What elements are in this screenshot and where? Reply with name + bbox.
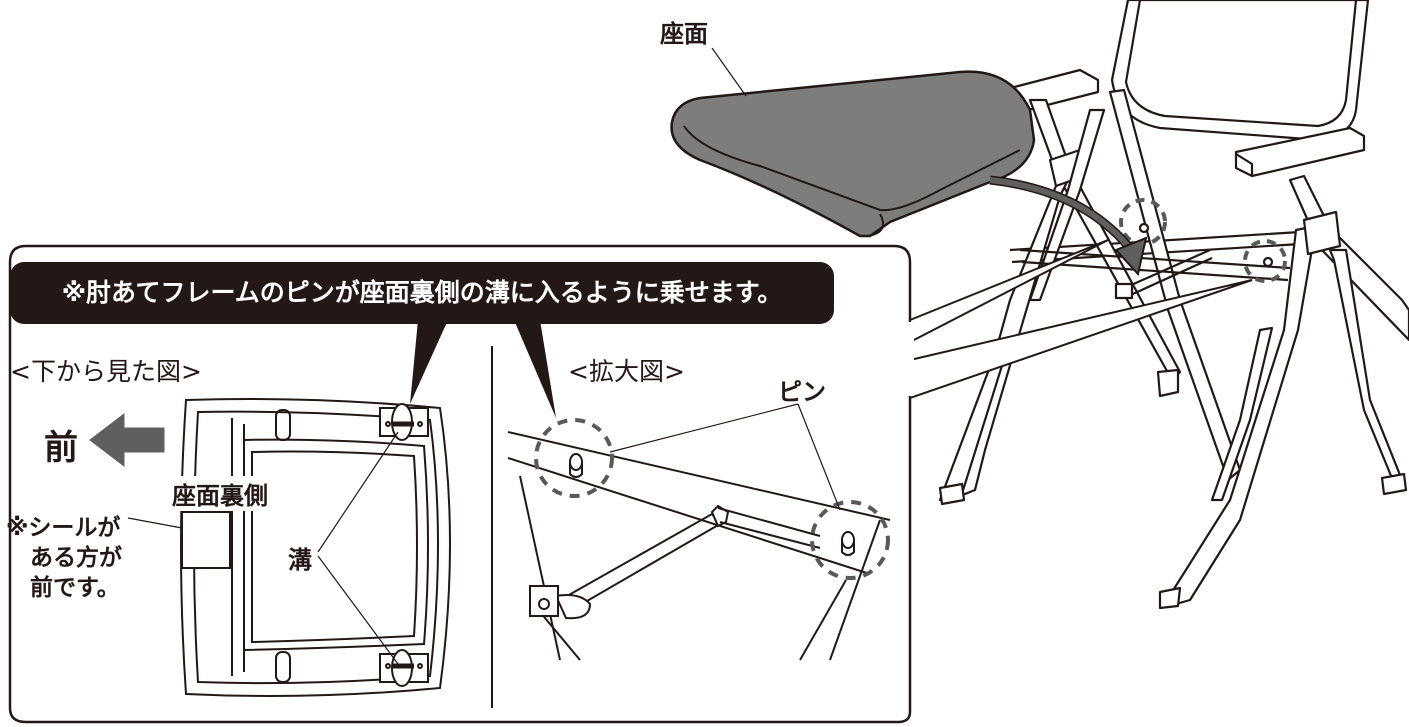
groove-label: 溝 (288, 546, 312, 574)
instruction-banner: ※肘あてフレームのピンが座面裏側の溝に入るように乗せます。 (10, 262, 834, 324)
seat-back-side-label: 座面裏側 (170, 476, 270, 511)
callout-panel (8, 244, 912, 724)
enlarged-view-title: <拡大図> (568, 357, 685, 386)
bottom-view-title: <下から見た図> (10, 357, 202, 386)
banner-pointer-right (514, 320, 556, 418)
front-label: 前 (44, 428, 78, 468)
banner-pointer-left (410, 320, 448, 404)
pin-label: ピン (778, 378, 826, 406)
pin-leader-lines (609, 403, 841, 511)
enlarged-pin-view (507, 431, 891, 661)
seat-bottom-view (180, 398, 451, 697)
sticker-note-line-3: 前です。 (30, 575, 120, 601)
sticker-note-line-1: ※シールが (6, 515, 121, 541)
sticker-note-line-2: ある方が (30, 545, 122, 571)
seat-cushion (670, 70, 1036, 238)
groove-leader-lines (127, 431, 399, 665)
enlarged-pin-circles (534, 418, 890, 580)
front-arrow-icon (89, 412, 165, 468)
curved-insert-arrow-icon (989, 175, 1148, 277)
seat-label: 座面 (660, 20, 708, 48)
